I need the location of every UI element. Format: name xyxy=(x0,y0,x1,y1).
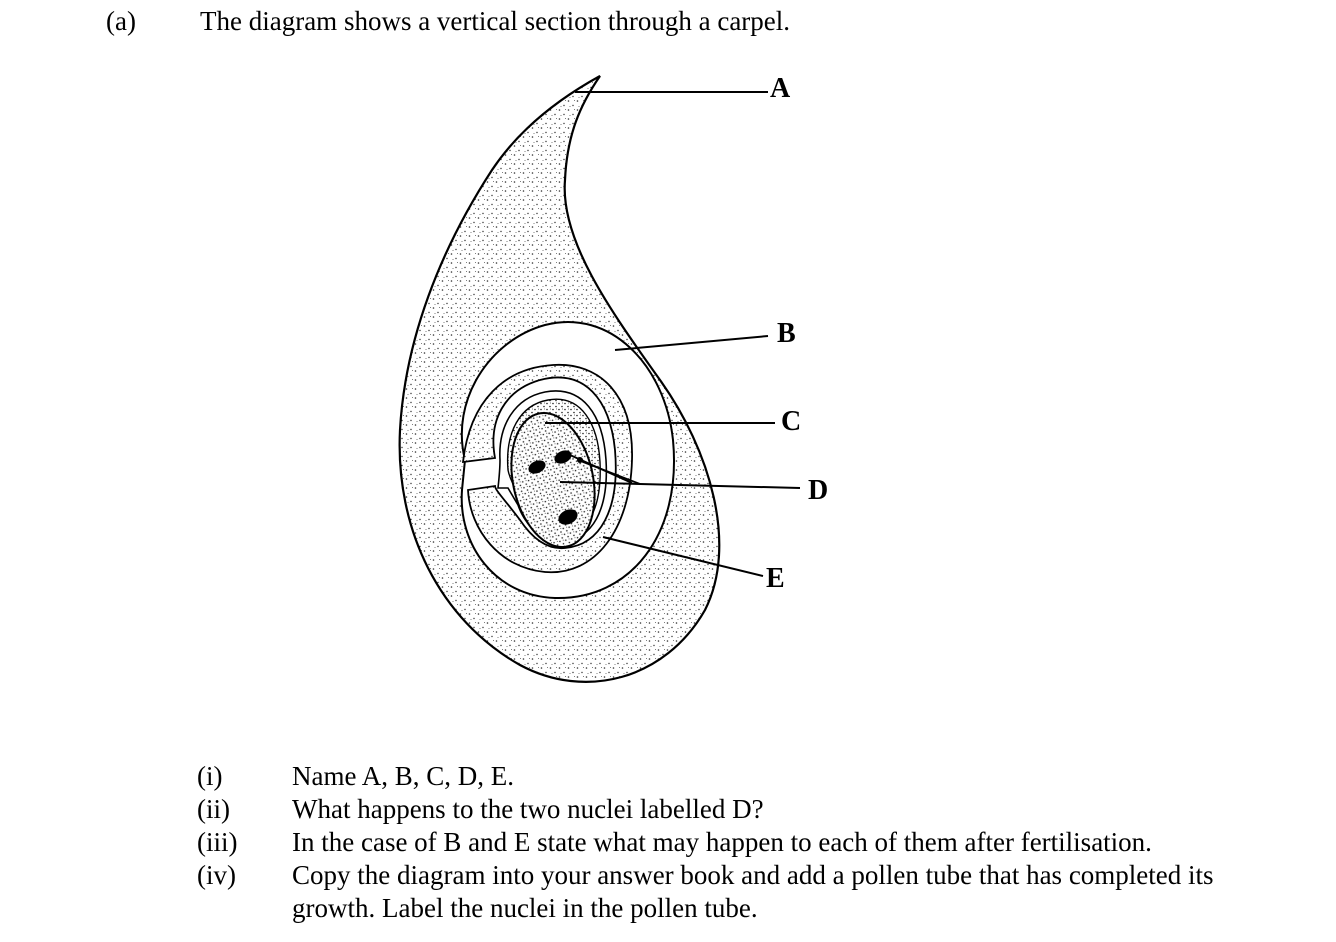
question-intro: The diagram shows a vertical section thr… xyxy=(200,6,791,36)
leader-line-D3 xyxy=(569,454,633,484)
question-item: (ii) What happens to the two nuclei labe… xyxy=(197,793,1282,826)
nucleus-1 xyxy=(528,460,546,474)
question-item: (iii) In the case of B and E state what … xyxy=(197,826,1282,859)
question-number: (iv) xyxy=(197,860,236,890)
question-text: Name A, B, C, D, E. xyxy=(292,761,514,791)
leader-line-E xyxy=(602,536,764,577)
part-label: (a) xyxy=(106,6,136,36)
leader-line-B xyxy=(614,335,769,351)
nucleus-3 xyxy=(558,509,578,525)
nucleus-2 xyxy=(554,450,572,464)
question-number: (ii) xyxy=(197,794,230,824)
question-number: (i) xyxy=(197,761,223,791)
label-B: B xyxy=(777,318,796,349)
question-text: In the case of B and E state what may ha… xyxy=(292,827,1152,857)
question-item: (iv) Copy the diagram into your answer b… xyxy=(197,859,1282,925)
outer-integument xyxy=(461,364,633,574)
label-E: E xyxy=(766,563,785,594)
question-text: Copy the diagram into your answer book a… xyxy=(292,860,1214,923)
question-list: (i) Name A, B, C, D, E. (ii) What happen… xyxy=(197,760,1282,925)
question-number: (iii) xyxy=(197,827,238,857)
question-item: (i) Name A, B, C, D, E. xyxy=(197,760,1282,793)
label-D: D xyxy=(808,475,828,506)
question-text: What happens to the two nuclei labelled … xyxy=(292,794,764,824)
label-C: C xyxy=(781,406,801,437)
leader-line-D xyxy=(559,481,801,489)
label-A: A xyxy=(770,73,791,104)
